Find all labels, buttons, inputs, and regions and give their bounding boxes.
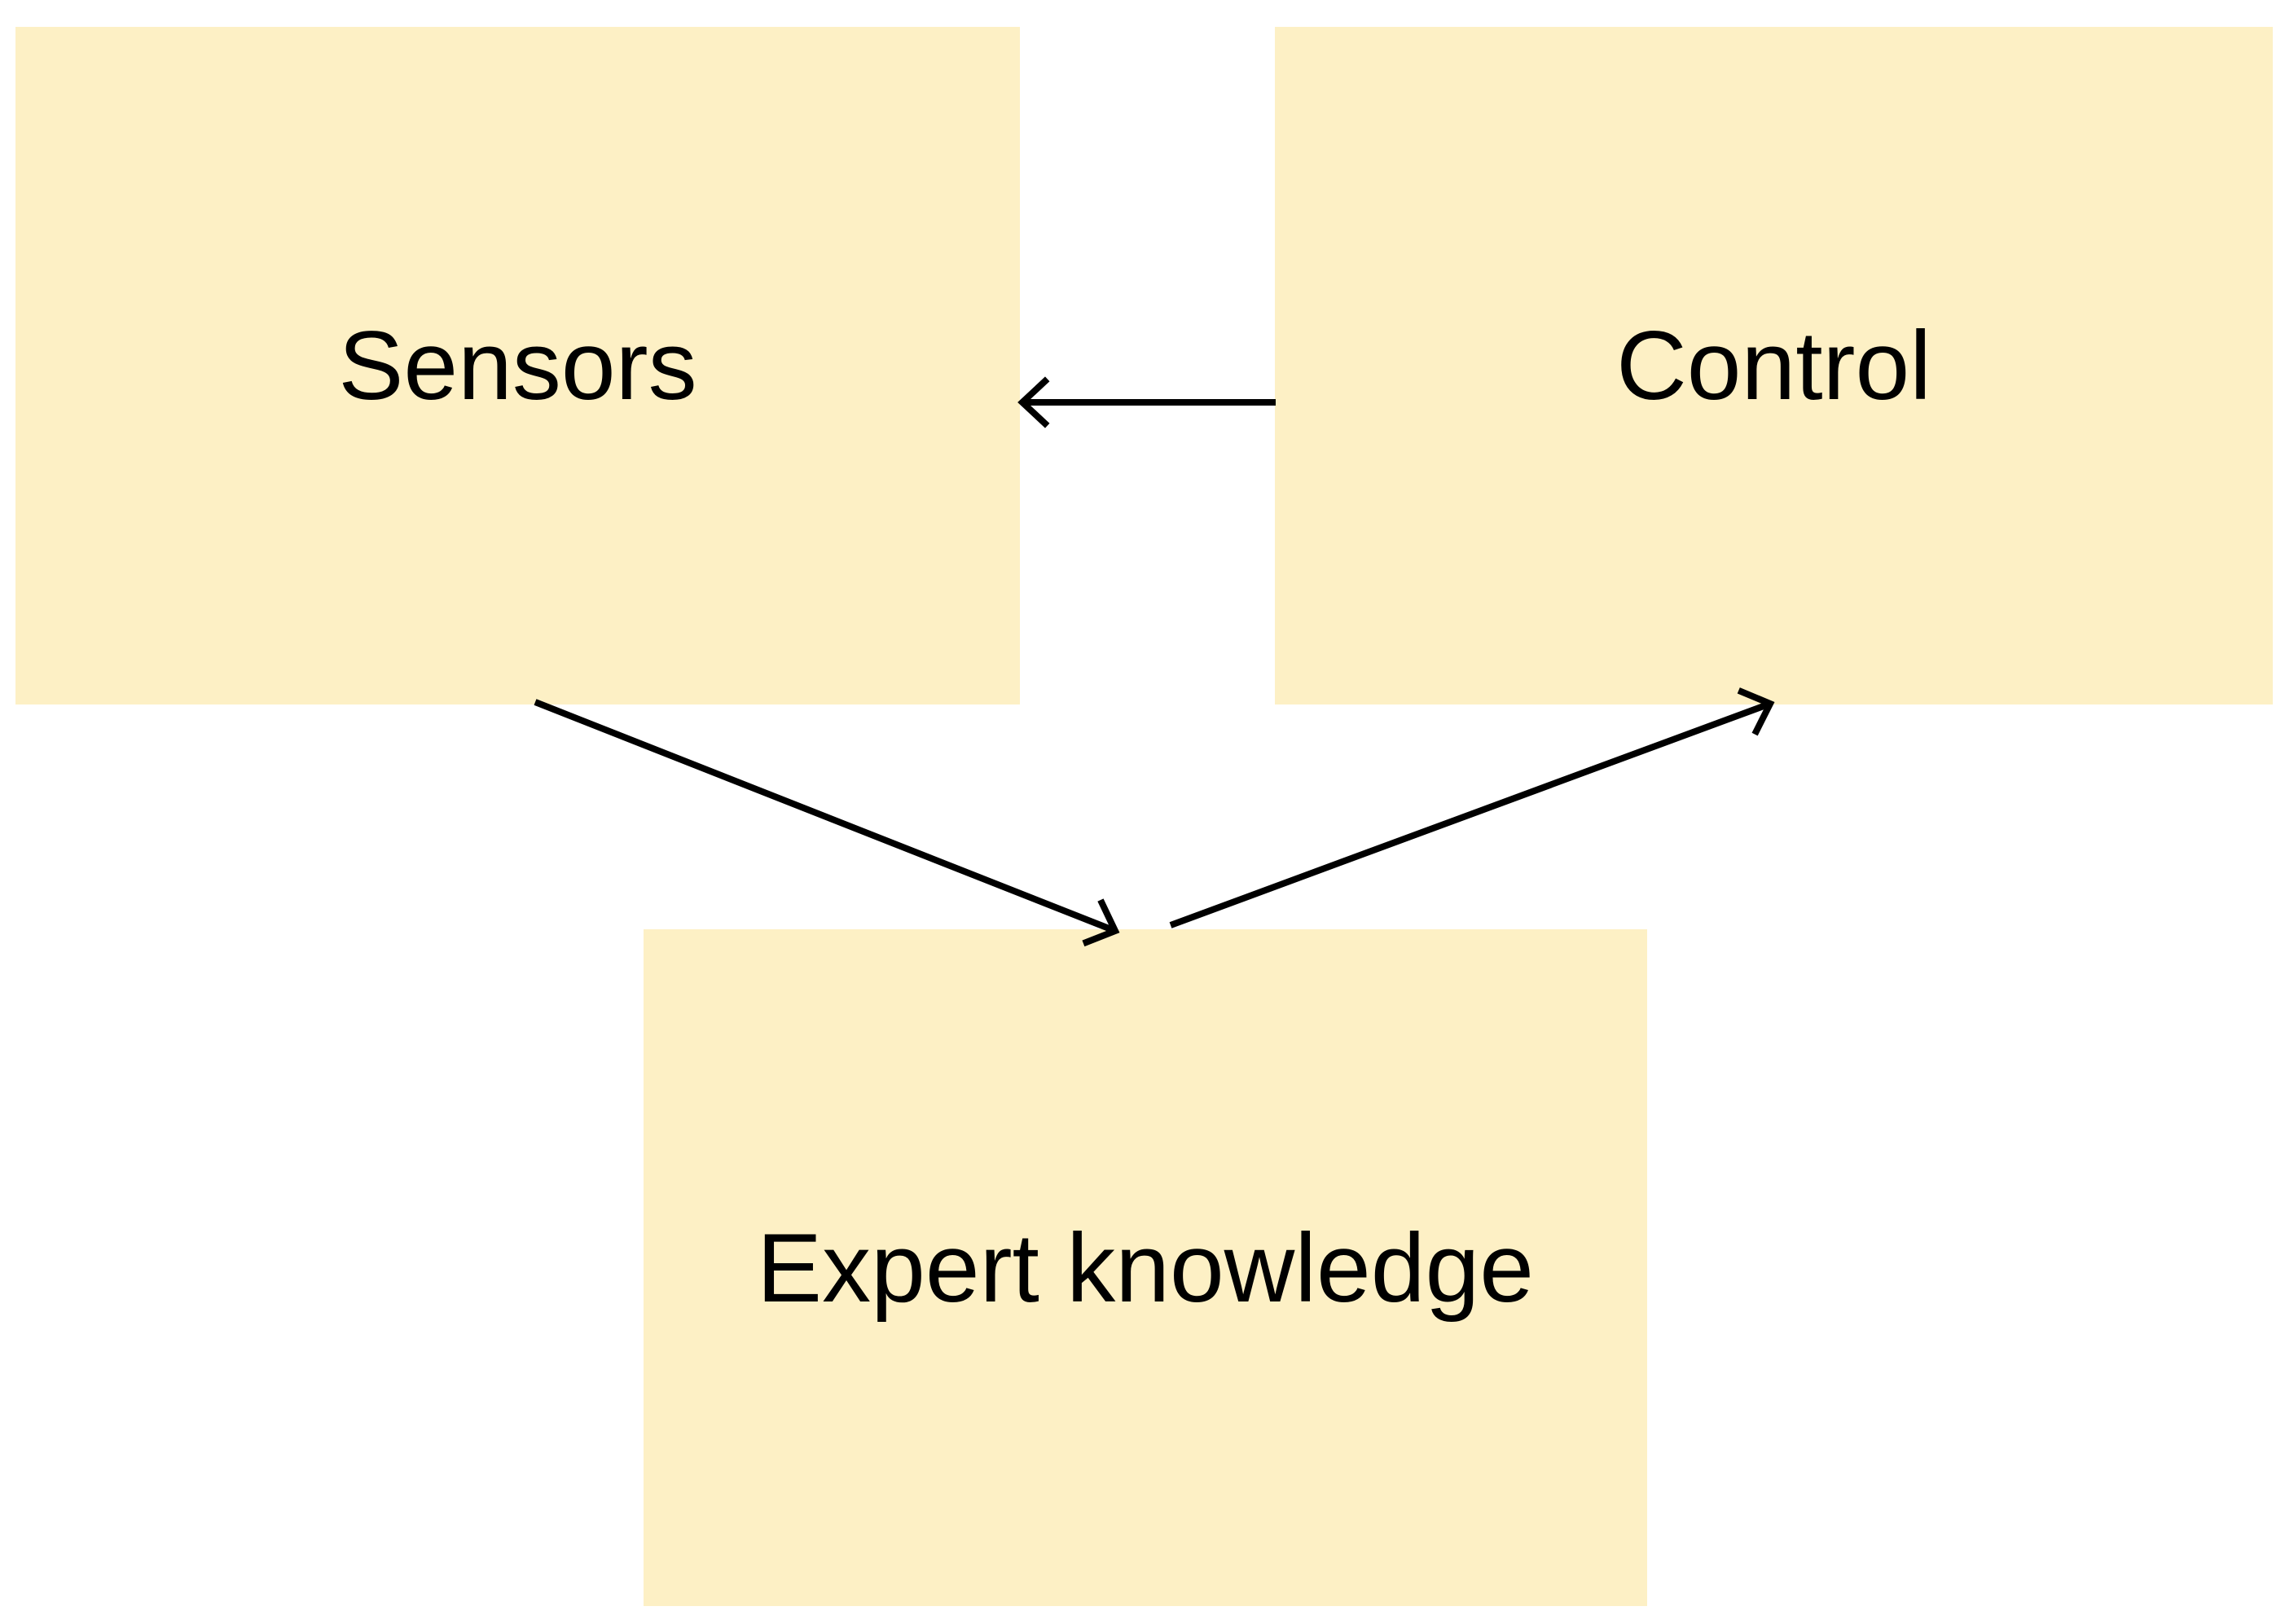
control-to-sensors-arrowhead-icon (1017, 376, 1050, 428)
control-box: Control (1275, 27, 2273, 704)
expert-knowledge-box: Expert knowledge (644, 929, 1647, 1606)
sensors-to-expert-arrow (534, 699, 1120, 947)
control-to-sensors-arrow (1017, 376, 1276, 428)
expert-knowledge-label: Expert knowledge (757, 1213, 1534, 1323)
sensors-to-expert-shaft (534, 699, 1117, 934)
expert-to-control-arrow (1169, 687, 1775, 928)
sensors-box: Sensors (15, 27, 1020, 704)
control-label: Control (1616, 311, 1931, 420)
sensors-label: Sensors (338, 311, 697, 420)
expert-to-control-shaft (1169, 700, 1772, 928)
